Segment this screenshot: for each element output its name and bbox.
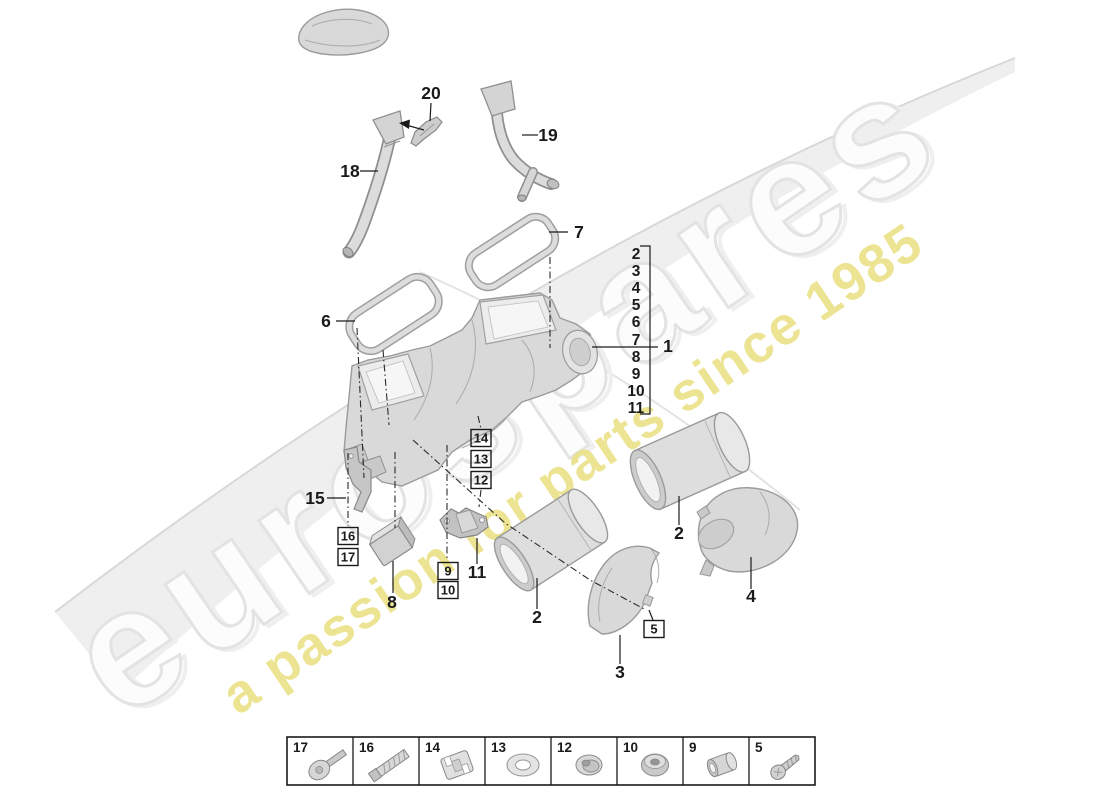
callout-label-4: 4 — [746, 586, 756, 606]
bracket-20 — [410, 116, 443, 147]
flanged-grommet-icon — [575, 754, 603, 776]
legend-cell-9: 9 — [689, 740, 738, 778]
parts-illustration — [298, 8, 799, 635]
seal-7 — [464, 212, 560, 292]
boxed-callouts: 14 13 12 16 17 9 10 5 — [337, 428, 665, 639]
spacer-sleeve-icon — [706, 752, 738, 778]
car-silhouette — [298, 8, 390, 56]
boxed-callout-9: 9 — [437, 561, 459, 581]
seal-6 — [345, 272, 443, 356]
callout-labels: 20 18 19 7 6 1 15 8 11 2 2 3 4 — [305, 83, 756, 682]
callout-label-6: 6 — [321, 311, 331, 331]
boxed-callout-14: 14 — [470, 428, 492, 448]
svg-text:16: 16 — [359, 740, 375, 755]
swoosh-band — [55, 58, 1015, 692]
bracket-11 — [439, 507, 489, 539]
bracket-8 — [368, 515, 416, 566]
boxed-callout-13: 13 — [470, 449, 492, 469]
svg-text:10: 10 — [441, 583, 455, 598]
assembly-lines — [347, 257, 647, 611]
intake-tube-19 — [480, 80, 560, 202]
svg-text:13: 13 — [474, 452, 488, 467]
svg-text:14: 14 — [474, 431, 489, 446]
air-cleaner-housing-1 — [343, 292, 598, 487]
group-number-list: 2 3 4 5 6 7 8 9 10 11 — [627, 246, 644, 417]
svg-text:9: 9 — [444, 564, 451, 579]
legend-cell-13: 13 — [491, 740, 540, 777]
svg-text:12: 12 — [557, 740, 572, 755]
group-item: 10 — [627, 383, 644, 400]
group-item: 2 — [632, 246, 641, 263]
legend-cell-14: 14 — [425, 740, 474, 780]
svg-text:12: 12 — [474, 473, 488, 488]
intake-tube-18 — [342, 110, 405, 259]
arrowhead — [399, 119, 410, 129]
svg-text:16: 16 — [341, 529, 355, 544]
callout-label-2-left: 2 — [532, 607, 542, 627]
group-item: 5 — [632, 297, 641, 314]
pan-head-screw-icon — [770, 754, 800, 780]
callout-label-20: 20 — [421, 83, 441, 103]
callout-label-15: 15 — [305, 488, 325, 508]
callout-label-2-upper: 2 — [674, 523, 684, 543]
callout-label-3: 3 — [615, 662, 625, 682]
flat-washer-icon — [506, 753, 540, 777]
air-filter-2-upper — [629, 411, 751, 511]
leader-lines — [327, 102, 752, 664]
retaining-clip-icon — [440, 750, 474, 780]
group-item: 4 — [632, 280, 641, 297]
cover-4 — [696, 487, 799, 577]
legend-cell-17: 17 — [293, 740, 348, 781]
legend-cell-12: 12 — [557, 740, 603, 776]
callout-label-1: 1 — [663, 336, 673, 356]
group-item: 11 — [628, 400, 645, 417]
svg-text:13: 13 — [491, 740, 507, 755]
air-filter-2-left — [493, 488, 609, 592]
legend-cell-16: 16 — [359, 740, 410, 783]
boxed-callout-16: 16 — [337, 526, 359, 546]
legend-table: 17 16 14 — [286, 736, 816, 786]
bracket-15 — [343, 446, 372, 513]
group-bracket — [640, 245, 651, 415]
legend-cell-5: 5 — [755, 740, 800, 780]
boxed-callout-10: 10 — [437, 580, 459, 600]
svg-text:5: 5 — [650, 622, 657, 637]
boxed-callout-17: 17 — [337, 547, 359, 567]
boxed-callout-5: 5 — [643, 619, 665, 639]
group-item: 8 — [632, 349, 641, 366]
callout-label-18: 18 — [340, 161, 360, 181]
group-item: 9 — [632, 366, 641, 383]
svg-text:14: 14 — [425, 740, 441, 755]
threaded-bolt-icon — [367, 748, 410, 783]
rubber-grommet-icon — [641, 753, 669, 777]
callout-label-11: 11 — [468, 562, 487, 582]
legend-cell-10: 10 — [623, 740, 669, 777]
svg-text:10: 10 — [623, 740, 638, 755]
group-item: 6 — [632, 314, 641, 331]
svg-text:17: 17 — [341, 550, 355, 565]
callout-label-8: 8 — [387, 592, 397, 612]
svg-text:9: 9 — [689, 740, 697, 755]
svg-text:5: 5 — [755, 740, 763, 755]
cover-3 — [587, 545, 661, 635]
group-item: 7 — [632, 332, 641, 349]
washer-head-screw-icon — [308, 749, 348, 781]
callout-label-19: 19 — [538, 125, 558, 145]
callout-label-7: 7 — [574, 222, 584, 242]
group-item: 3 — [632, 263, 641, 280]
boxed-callout-12: 12 — [470, 470, 492, 490]
svg-text:17: 17 — [293, 740, 308, 755]
